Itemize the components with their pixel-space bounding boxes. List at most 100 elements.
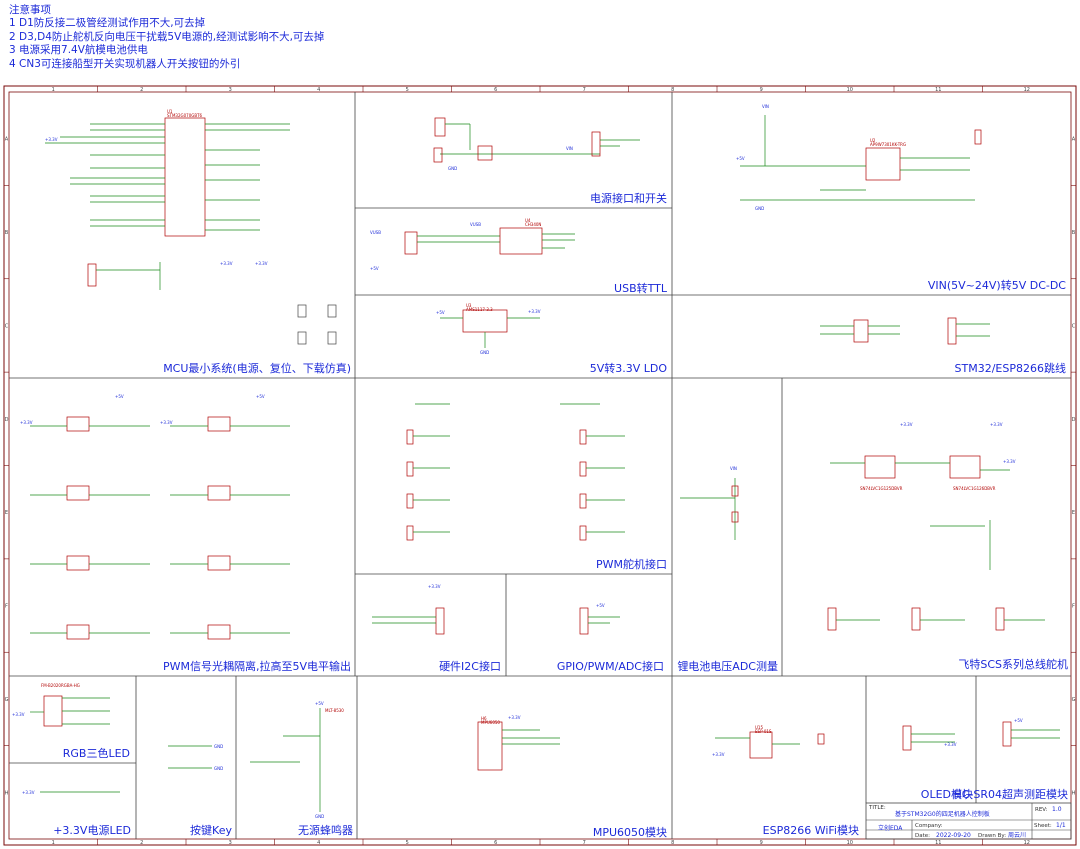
block-title-mpu: MPU6050模块 <box>593 826 667 839</box>
net-vusb: VUSB <box>370 230 381 235</box>
drawn-value: 周云川 <box>1008 832 1026 839</box>
ruler-label: 2 <box>140 87 143 93</box>
usb-ic-ref: U4 <box>525 218 531 223</box>
dcdc-ref: U2 <box>870 138 876 143</box>
block-title-mcu: MCU最小系统(电源、复位、下载仿真) <box>163 361 351 375</box>
block-title-ldo: 5V转3.3V LDO <box>590 361 668 375</box>
block-dividers <box>9 92 1071 839</box>
ruler-label: A <box>5 137 9 143</box>
ruler-label: B <box>5 230 9 236</box>
net-p33: +3.3V <box>508 715 521 720</box>
net-p33: +3.3V <box>220 261 233 266</box>
block-title-oled: OLED模块 <box>921 788 973 801</box>
net-p33: +3.3V <box>160 420 173 425</box>
ruler-label: C <box>5 323 9 329</box>
block-title-power: 电源接口和开关 <box>590 191 667 205</box>
ruler-label: 9 <box>760 840 763 846</box>
net-vin: VIN <box>730 466 737 471</box>
title-value: 基于STM32G0的四足机器人控制板 <box>895 810 990 818</box>
net-p33: +3.3V <box>990 422 1003 427</box>
scs-ic-2: SN74LVC1G126DBVR <box>953 486 996 491</box>
net-p33: +3.3V <box>900 422 913 427</box>
ruler-label: 4 <box>317 87 320 93</box>
ruler-label: 3 <box>229 840 232 846</box>
eda-logo: 立创EDA <box>878 824 903 832</box>
ruler-label: C <box>1072 323 1076 329</box>
net-p5: +5V <box>315 701 324 706</box>
ruler-label: D <box>5 417 9 423</box>
block-title-gpio: GPIO/PWM/ADC接口 <box>557 660 664 673</box>
ruler-label: 1 <box>52 840 55 846</box>
ruler-label: 1 <box>52 87 55 93</box>
net-p5: +5V <box>1014 718 1023 723</box>
net-p5: +5V <box>596 603 605 608</box>
block-title-usb: USB转TTL <box>614 281 668 295</box>
net-p33: +3.3V <box>528 309 541 314</box>
ruler-label: G <box>1072 697 1076 703</box>
drawn-label: Drawn By: <box>978 833 1006 839</box>
ruler-label: 12 <box>1024 840 1030 846</box>
net-p33: +3.3V <box>45 137 58 142</box>
rev-value: 1.0 <box>1052 806 1062 813</box>
rgb-part: FM-B2020RGBA-HG <box>41 683 80 688</box>
ruler-label: 8 <box>671 87 674 93</box>
block-title-scs: 飞特SCS系列总线舵机 <box>958 657 1068 671</box>
net-vin: VIN <box>566 146 573 151</box>
net-vin: VIN <box>762 104 769 109</box>
ruler-label: 6 <box>494 87 497 93</box>
ruler-label: G <box>5 697 9 703</box>
block-title-optocoupler: PWM信号光耦隔离,拉高至5V电平输出 <box>163 659 351 673</box>
notes-heading: 注意事项 <box>9 4 51 16</box>
inner-frame <box>8 91 1072 840</box>
block-title-rgb: RGB三色LED <box>63 746 130 760</box>
ruler-label: 10 <box>847 87 853 93</box>
ruler-label: 7 <box>583 87 586 93</box>
net-gnd: GND <box>448 166 457 171</box>
net-p5: +5V <box>115 394 124 399</box>
note-item: 1 D1防反接二极管经测试作用不大,可去掉 <box>9 17 206 30</box>
ruler-label: F <box>5 604 8 610</box>
mcu-part: STM32G070GBT6 <box>167 113 203 118</box>
ldo-ref: U3 <box>466 303 472 308</box>
notes-panel: 注意事项 1 D1防反接二极管经测试作用不大,可去掉 2 D3,D4防止舵机反向… <box>9 4 324 71</box>
net-p5: +5V <box>436 310 445 315</box>
block-title-adc: 锂电池电压ADC测量 <box>677 659 778 673</box>
ruler-label: 11 <box>935 87 941 93</box>
date-label: Date: <box>915 833 930 839</box>
net-vusb: VUSB <box>470 222 481 227</box>
ruler-label: 6 <box>494 840 497 846</box>
buzzer-part: MLT-8530 <box>325 708 344 713</box>
ruler-label: 2 <box>140 840 143 846</box>
net-p33: +3.3V <box>22 790 35 795</box>
block-title-servo-pwm: PWM舵机接口 <box>596 557 667 571</box>
usb-ic-part: CH340N <box>525 222 541 227</box>
net-p33: +3.3V <box>944 742 957 747</box>
ruler-label: B <box>1072 230 1076 236</box>
ruler-label: 12 <box>1024 87 1030 93</box>
block-title-keys: 按键Key <box>190 823 232 837</box>
block-title-vin: VIN(5V~24V)转5V DC-DC <box>928 278 1066 292</box>
ruler-label: 4 <box>317 840 320 846</box>
ruler-label: 7 <box>583 840 586 846</box>
net-p33: +3.3V <box>20 420 33 425</box>
rev-label: REV: <box>1035 807 1048 813</box>
net-gnd: GND <box>315 814 324 819</box>
wire-sketch <box>30 115 1060 812</box>
ruler-label: 5 <box>406 840 409 846</box>
note-item: 2 D3,D4防止舵机反向电压干扰载5V电源的,经测试影响不大,可去掉 <box>9 30 325 43</box>
mcu-ref: U1 <box>167 109 173 114</box>
net-gnd: GND <box>214 766 223 771</box>
note-item: 4 CN3可连接船型开关实现机器人开关按钮的外引 <box>9 57 241 70</box>
net-p33: +3.3V <box>428 584 441 589</box>
mpu-part: MPU6050 <box>481 720 500 725</box>
title-block: TITLE: 基于STM32G0的四足机器人控制板 REV: 1.0 立创EDA… <box>865 802 1072 840</box>
block-title-jumper: STM32/ESP8266跳线 <box>955 361 1066 375</box>
block-title-i2c: 硬件I2C接口 <box>439 660 501 673</box>
note-item: 3 电源采用7.4V航模电池供电 <box>9 44 148 57</box>
ruler-label: E <box>1072 510 1075 516</box>
date-value: 2022-09-20 <box>936 832 971 839</box>
net-p5: +5V <box>370 266 379 271</box>
net-p5: +5V <box>736 156 745 161</box>
